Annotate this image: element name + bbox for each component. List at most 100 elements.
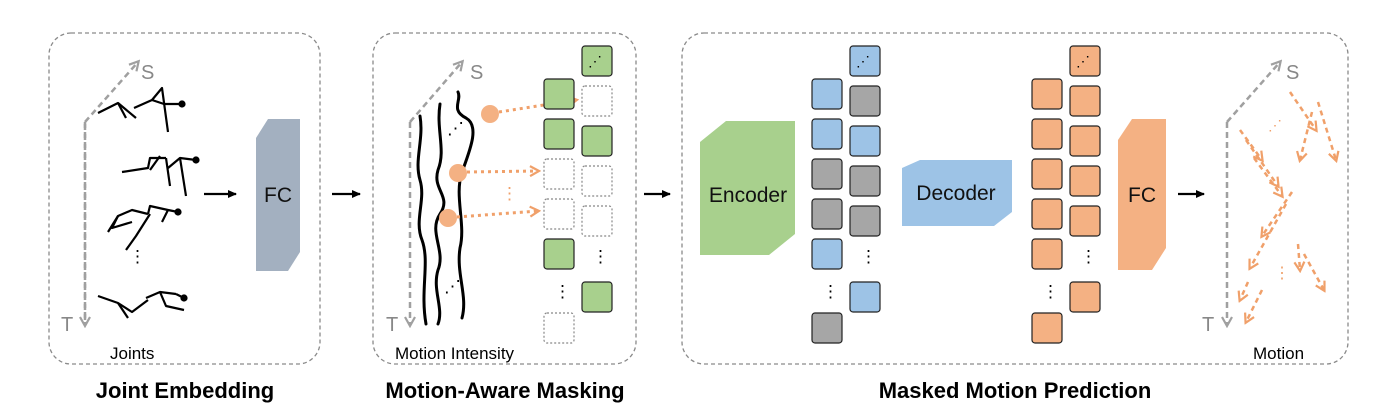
sample-point-2: [449, 164, 467, 182]
s-axis-arrow-3: [1226, 62, 1280, 123]
token-visible: [581, 45, 613, 77]
motion-arrow: [1316, 101, 1336, 160]
masked-prediction-border: [681, 32, 1349, 365]
token-mask: [811, 198, 843, 230]
joint-embedding-panel: S T: [48, 32, 321, 403]
token-encoded: [811, 78, 843, 110]
fc-output-label: FC: [1128, 184, 1156, 207]
token-mask: [849, 85, 881, 117]
token-mask: [849, 205, 881, 237]
column-ellipsis: ⋮: [822, 282, 839, 301]
diag-ellipsis: ⋰: [1076, 53, 1090, 69]
decoder-token-grid: [1031, 45, 1101, 344]
token-encoded: [849, 125, 881, 157]
column-ellipsis: ⋮: [1042, 282, 1059, 301]
s-axis-arrow-2: [409, 62, 462, 123]
skeleton-frames: ⋮: [97, 86, 200, 319]
token-visible: [581, 125, 613, 157]
token-masked: [543, 312, 575, 344]
motion-caption: Motion: [1253, 344, 1304, 363]
s-axis-label: S: [141, 62, 154, 84]
token-mask: [811, 312, 843, 344]
decoder-label: Decoder: [916, 182, 995, 205]
skeleton-3: [107, 204, 182, 251]
motion-arrow: [1252, 157, 1282, 196]
column-ellipsis: ⋮: [860, 247, 877, 266]
motion-arrow: [1288, 91, 1316, 130]
column-ellipsis: ⋮: [592, 247, 609, 266]
fc-label: FC: [264, 184, 292, 207]
token-masked: [581, 85, 613, 117]
motion-intensity-caption: Motion Intensity: [395, 344, 515, 363]
skeleton-4: [97, 290, 188, 319]
t-axis-label: T: [61, 314, 73, 336]
token-decoded: [1069, 85, 1101, 117]
token-masked: [543, 158, 575, 190]
masking-token-grid: ⋮ ⋰ ⋮: [543, 45, 613, 344]
joint-embedding-border: [48, 32, 321, 365]
s-axis-label-2: S: [470, 62, 483, 84]
joints-caption: Joints: [110, 344, 154, 363]
token-visible: [581, 281, 613, 313]
curve-ellipsis-top: ⋰: [447, 119, 464, 138]
token-mask: [849, 165, 881, 197]
motion-arrow: [1302, 253, 1324, 290]
token-encoded: [849, 281, 881, 313]
diag-ellipsis: ⋰: [588, 53, 602, 69]
token-decoded: [1069, 205, 1101, 237]
token-mask: [811, 158, 843, 190]
curve-1: [416, 114, 428, 326]
token-masked: [581, 205, 613, 237]
token-decoded: [1069, 45, 1101, 77]
motion-ellipsis-bottom: ⋮: [1274, 265, 1290, 282]
token-masked: [543, 198, 575, 230]
curve-ellipsis-bottom: ⋰: [444, 277, 461, 296]
motion-arrow: [1262, 191, 1294, 236]
encoder-block: [700, 121, 795, 255]
token-visible: [543, 238, 575, 270]
sample-point-3: [439, 209, 457, 227]
token-decoded: [1069, 125, 1101, 157]
token-visible: [543, 78, 575, 110]
fc-block: [256, 119, 300, 271]
column-ellipsis: ⋮: [1080, 247, 1097, 266]
column-ellipsis: ⋮: [554, 282, 571, 301]
token-decoded: [1031, 78, 1063, 110]
sample-arrow-3: [456, 211, 538, 219]
motion-arrow: [1246, 289, 1264, 322]
token-decoded: [1069, 281, 1101, 313]
motion-arrow: [1250, 203, 1288, 268]
motion-arrow: [1244, 139, 1278, 186]
token-encoded: [811, 118, 843, 150]
encoder-token-grid: [811, 45, 881, 344]
token-visible: [543, 118, 575, 150]
diag-ellipsis: ⋰: [856, 53, 870, 69]
fc-output-block: [1118, 119, 1166, 270]
joint-embedding-title: Joint Embedding: [96, 378, 274, 403]
encoder-label: Encoder: [709, 184, 787, 207]
sample-arrow-ellipsis: ⋮: [501, 184, 518, 203]
token-decoded: [1031, 312, 1063, 344]
token-decoded: [1031, 158, 1063, 190]
skeleton-1: [97, 86, 186, 133]
sample-point-1: [481, 105, 499, 123]
decoder-block: [902, 160, 1012, 226]
sample-arrow-2: [466, 171, 538, 172]
token-encoded: [849, 45, 881, 77]
predicted-motion-arrows: [1240, 91, 1336, 322]
motion-arrow: [1298, 243, 1300, 270]
t-axis-label-2: T: [386, 314, 398, 336]
skeleton-2: [121, 155, 200, 197]
masked-prediction-title: Masked Motion Prediction: [879, 378, 1152, 403]
motion-masking-panel: S T ⋰ ⋰ ⋮ ⋮ ⋰: [372, 32, 637, 403]
token-encoded: [811, 238, 843, 270]
motion-ellipsis-top: ⋰: [1268, 117, 1282, 133]
token-decoded: [1031, 118, 1063, 150]
token-decoded: [1031, 198, 1063, 230]
motion-arrow: [1240, 281, 1250, 300]
s-axis-arrow: [84, 62, 138, 123]
t-axis-label-3: T: [1202, 314, 1214, 336]
token-decoded: [1069, 165, 1101, 197]
token-decoded: [1031, 238, 1063, 270]
